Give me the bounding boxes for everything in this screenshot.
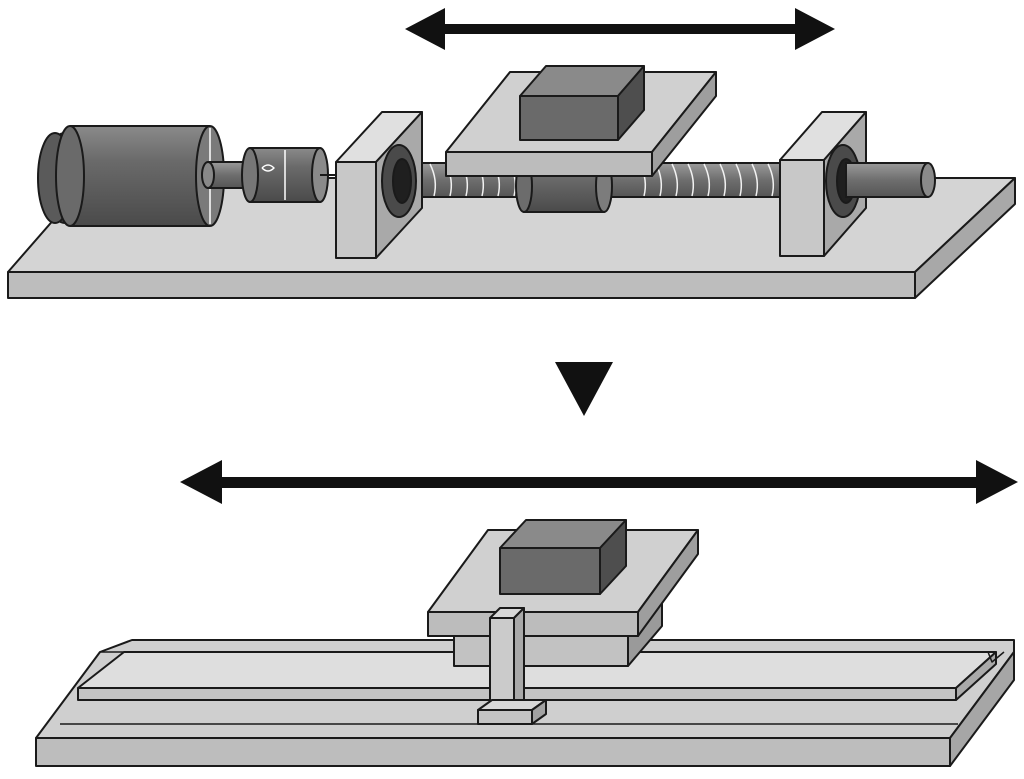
end-shaft xyxy=(845,162,936,198)
t-post xyxy=(477,607,547,725)
bearing-block-left xyxy=(335,111,423,259)
linear-rail-base xyxy=(35,639,1015,767)
down-arrow-icon xyxy=(555,362,613,416)
motor xyxy=(37,125,225,227)
bottom-motion-arrow xyxy=(180,460,1018,504)
shaft-coupling xyxy=(241,147,329,203)
top-motion-arrow xyxy=(405,8,835,50)
payload-block-bottom xyxy=(499,519,627,595)
top-assembly xyxy=(7,65,1016,299)
bottom-assembly xyxy=(35,519,1015,767)
payload-block xyxy=(519,65,645,141)
